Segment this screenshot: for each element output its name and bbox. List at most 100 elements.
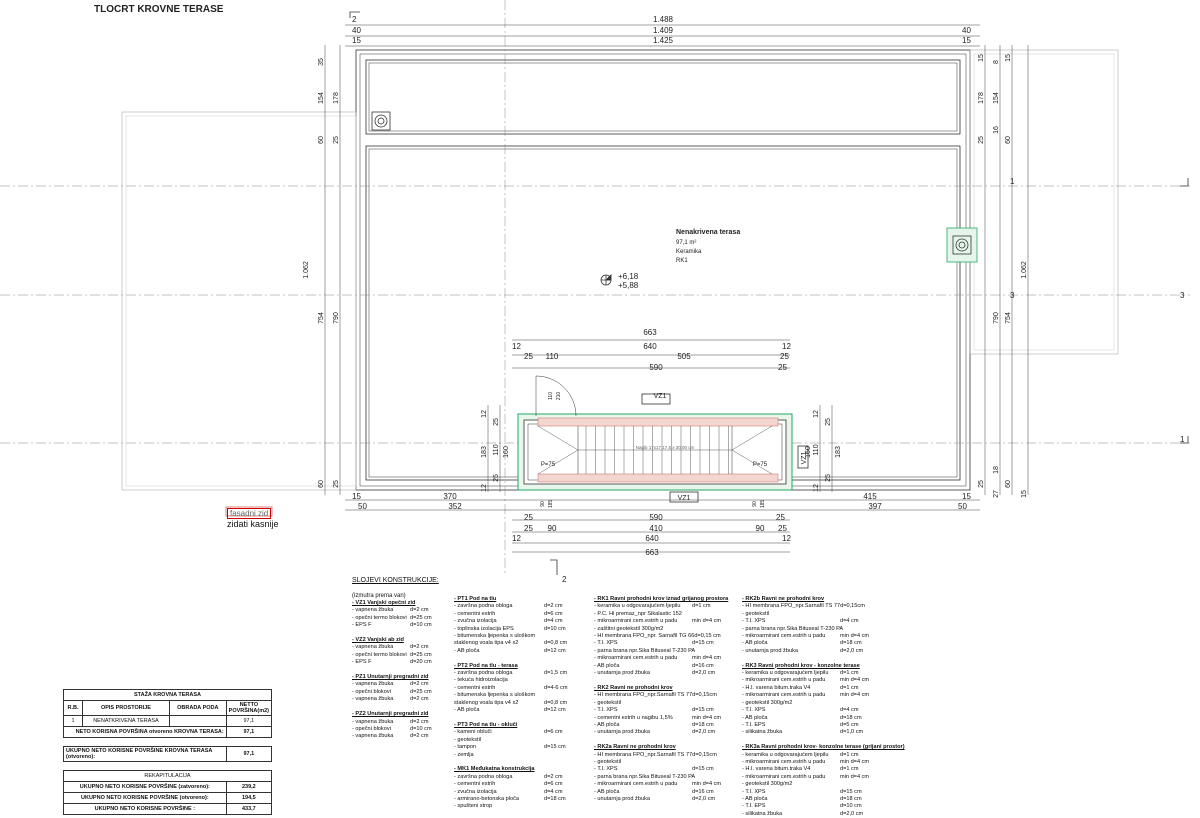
dim-label: 25 bbox=[524, 352, 533, 361]
layer-thickness: d=0,15 cm bbox=[694, 633, 721, 640]
dim-label: 183 bbox=[835, 446, 842, 458]
door-left-label: P=75 bbox=[541, 462, 556, 468]
layer-name: - keramika u odgovarajućem ljepilu bbox=[742, 751, 829, 758]
layer-row: - parna brana npr.Sika Bituseal T-230 PA bbox=[742, 626, 882, 633]
layer-thickness: d=2,0 cm bbox=[692, 729, 716, 736]
layer-row: - RK3a Ravni prohodni krov- konzolne ter… bbox=[742, 744, 905, 751]
dim-mid-width: 1.425 bbox=[653, 36, 674, 45]
dim-label: 505 bbox=[677, 352, 691, 361]
dim-label: 25 bbox=[825, 418, 832, 426]
dim-label: 60 bbox=[1005, 480, 1012, 488]
layer-name: - T.I. EPS bbox=[742, 721, 766, 728]
dim-label: 178 bbox=[978, 92, 985, 104]
layer-row bbox=[594, 737, 734, 744]
section-mark-3b: 3 bbox=[1010, 291, 1015, 300]
layer-name: - T.I. XPS bbox=[594, 766, 618, 773]
layer-name: - HI membrana FPO_npr.Sarnafil TS 77 bbox=[594, 692, 693, 699]
layer-thickness: min d=4 cm bbox=[840, 633, 870, 640]
col-header-opis: OPIS PROSTORIJE bbox=[82, 700, 170, 716]
layer-row: - MK1 Međukatna konstrukcija bbox=[454, 766, 586, 773]
layer-thickness: d=10 cm bbox=[544, 625, 566, 632]
dim-label: 110 bbox=[546, 352, 559, 361]
layer-row bbox=[454, 715, 586, 722]
layer-row: - RK2 Ravni ne prohodni krov bbox=[594, 685, 734, 692]
layer-row bbox=[352, 667, 452, 674]
dim-label: 370 bbox=[443, 492, 457, 501]
layer-name: - RK3 Ravni prohodni krov - konzolne ter… bbox=[742, 662, 860, 669]
layer-thickness bbox=[544, 596, 586, 603]
layer-thickness: d=6 cm bbox=[544, 729, 563, 736]
layer-name: - opečni blokovi bbox=[352, 725, 391, 732]
layer-thickness bbox=[692, 700, 734, 707]
dim-label: 110 bbox=[493, 444, 500, 455]
dim-label: 25 bbox=[493, 474, 500, 482]
layer-name: - završna podna obloga bbox=[454, 603, 513, 610]
layer-row: - tekuća hidroizolacija bbox=[454, 677, 586, 684]
layer-row: - RK1 Ravni prohodni krov iznad grijanog… bbox=[594, 596, 734, 603]
dim-label: 25 bbox=[978, 480, 985, 488]
layer-thickness: d=1 cm bbox=[692, 603, 711, 610]
layer-name: - geotekstil 300g/m2 bbox=[742, 699, 793, 706]
layer-name: - AB ploča bbox=[454, 647, 480, 654]
subtotal-row: NETO KORISNA POVRŠINA otvoreno KROVNA TE… bbox=[63, 726, 273, 738]
dim-label: 183 bbox=[481, 446, 488, 458]
stair-note: Nagib 17x17 17,5 x 30,00 cm bbox=[636, 445, 695, 450]
layer-name: - mikroarmirani cem.estrih u padu bbox=[742, 773, 826, 780]
layer-name: - AB ploča bbox=[742, 795, 768, 802]
subtotal-label: NETO KORISNA POVRŠINA otvoreno KROVNA TE… bbox=[63, 726, 227, 738]
layer-thickness: d=15 cm bbox=[692, 640, 714, 647]
layer-name: - cementni estrih bbox=[454, 781, 496, 788]
layer-name: - cementni estrih bbox=[454, 610, 496, 617]
layer-name: - mikroarmirani cem.estrih u padu bbox=[742, 692, 826, 699]
layer-name: - unutarnja prod žbuka bbox=[594, 670, 650, 677]
layer-thickness: d=15 cm bbox=[692, 766, 714, 773]
layer-thickness: d=15 cm bbox=[544, 744, 566, 751]
layer-thickness: min d=4 cm bbox=[692, 655, 722, 662]
layer-thickness: d=18 cm bbox=[840, 795, 862, 802]
total-row: UKUPNO NETO KORISNE POVRŠINE KROVNA TERA… bbox=[63, 746, 273, 762]
layer-row: - geotekstil bbox=[454, 737, 586, 744]
dim-label: 154 bbox=[318, 92, 325, 104]
layer-name: - keramika u odgovarajućem ljepilu bbox=[594, 603, 681, 610]
layer-thickness: d=4 cm bbox=[840, 707, 859, 714]
dim-label: 16 bbox=[993, 126, 1000, 134]
dim-label: 25 bbox=[778, 363, 787, 372]
terrace-name: Nenakrivena terasa bbox=[676, 229, 740, 236]
dim-label: 27 bbox=[993, 490, 1000, 498]
layer-thickness: d=4 cm bbox=[544, 618, 563, 625]
dim-label: 60 bbox=[318, 480, 325, 488]
layer-thickness: d=5 cm bbox=[840, 721, 859, 728]
dim-label: 640 bbox=[643, 342, 657, 351]
layer-row: - RK3 Ravni prohodni krov - konzolne ter… bbox=[742, 663, 882, 670]
recap-title: REKAPITULACIJA bbox=[63, 770, 272, 782]
layer-row bbox=[594, 677, 734, 684]
dim-label: 90 bbox=[548, 524, 557, 533]
layer-name: - mikroarmirani cem.estrih u padu bbox=[594, 781, 678, 788]
terrace-finish: Keramika bbox=[676, 249, 702, 255]
layer-thickness bbox=[415, 600, 452, 607]
layer-name: - kameni obluči bbox=[454, 729, 492, 736]
floor-plan: 1.488 1.409 1.425 40 40 15 15 663 640 12… bbox=[0, 0, 1190, 584]
recap-label: UKUPNO NETO KORISNE POVRŠINE (otvoreno): bbox=[63, 792, 227, 804]
dim-label: 15 bbox=[1021, 490, 1028, 498]
layer-name: - T.I. XPS bbox=[742, 707, 766, 714]
dim-label: 25 bbox=[825, 474, 832, 482]
section-mark-1: 1 bbox=[1180, 435, 1185, 444]
layer-thickness bbox=[544, 655, 586, 662]
